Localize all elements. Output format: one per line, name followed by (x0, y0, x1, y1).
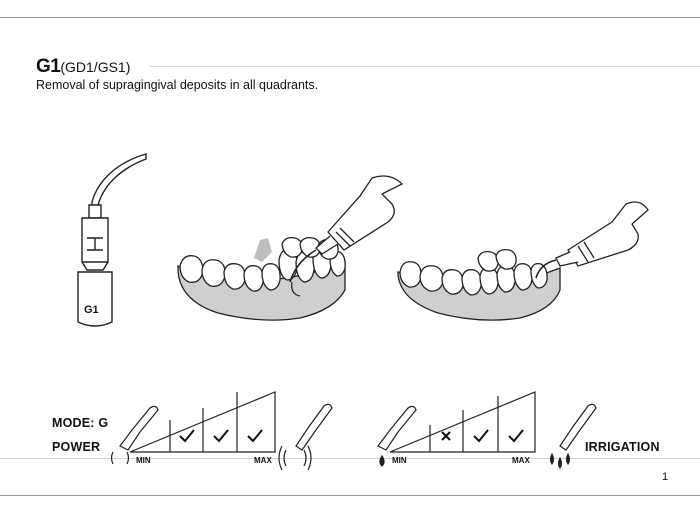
power-max-label: MAX (254, 456, 272, 465)
power-scale (110, 391, 333, 471)
irrigation-level-1-cross (441, 431, 451, 441)
header-rule (150, 66, 700, 67)
shank-label: G1 (84, 304, 99, 316)
jaw-illustration-right (397, 201, 649, 321)
tip-description: Removal of supragingival deposits in all… (36, 78, 319, 92)
power-label: POWER (52, 440, 101, 454)
page-number: 1 (662, 471, 669, 483)
irrigation-min-label: MIN (392, 456, 407, 465)
tip-heading: G1(GD1/GS1) (36, 56, 130, 78)
footer-rule (0, 458, 700, 459)
irrigation-level-3-check (508, 429, 524, 443)
power-level-2-check (213, 429, 229, 443)
irrigation-level-2-check (473, 429, 489, 443)
irrigation-scale (377, 391, 597, 470)
mode-label: MODE: G (52, 416, 109, 430)
power-level-3-check (247, 429, 263, 443)
tip-code: G1 (36, 56, 61, 77)
power-min-label: MIN (136, 456, 151, 465)
power-level-1-check (179, 429, 195, 443)
bottom-rule (0, 495, 700, 496)
top-rule (0, 17, 700, 18)
scaler-tip-illustration (77, 153, 147, 327)
jaw-illustration-left (177, 175, 404, 321)
irrigation-label: IRRIGATION (585, 440, 660, 454)
tip-variants: (GD1/GS1) (60, 59, 131, 75)
irrigation-max-label: MAX (512, 456, 530, 465)
